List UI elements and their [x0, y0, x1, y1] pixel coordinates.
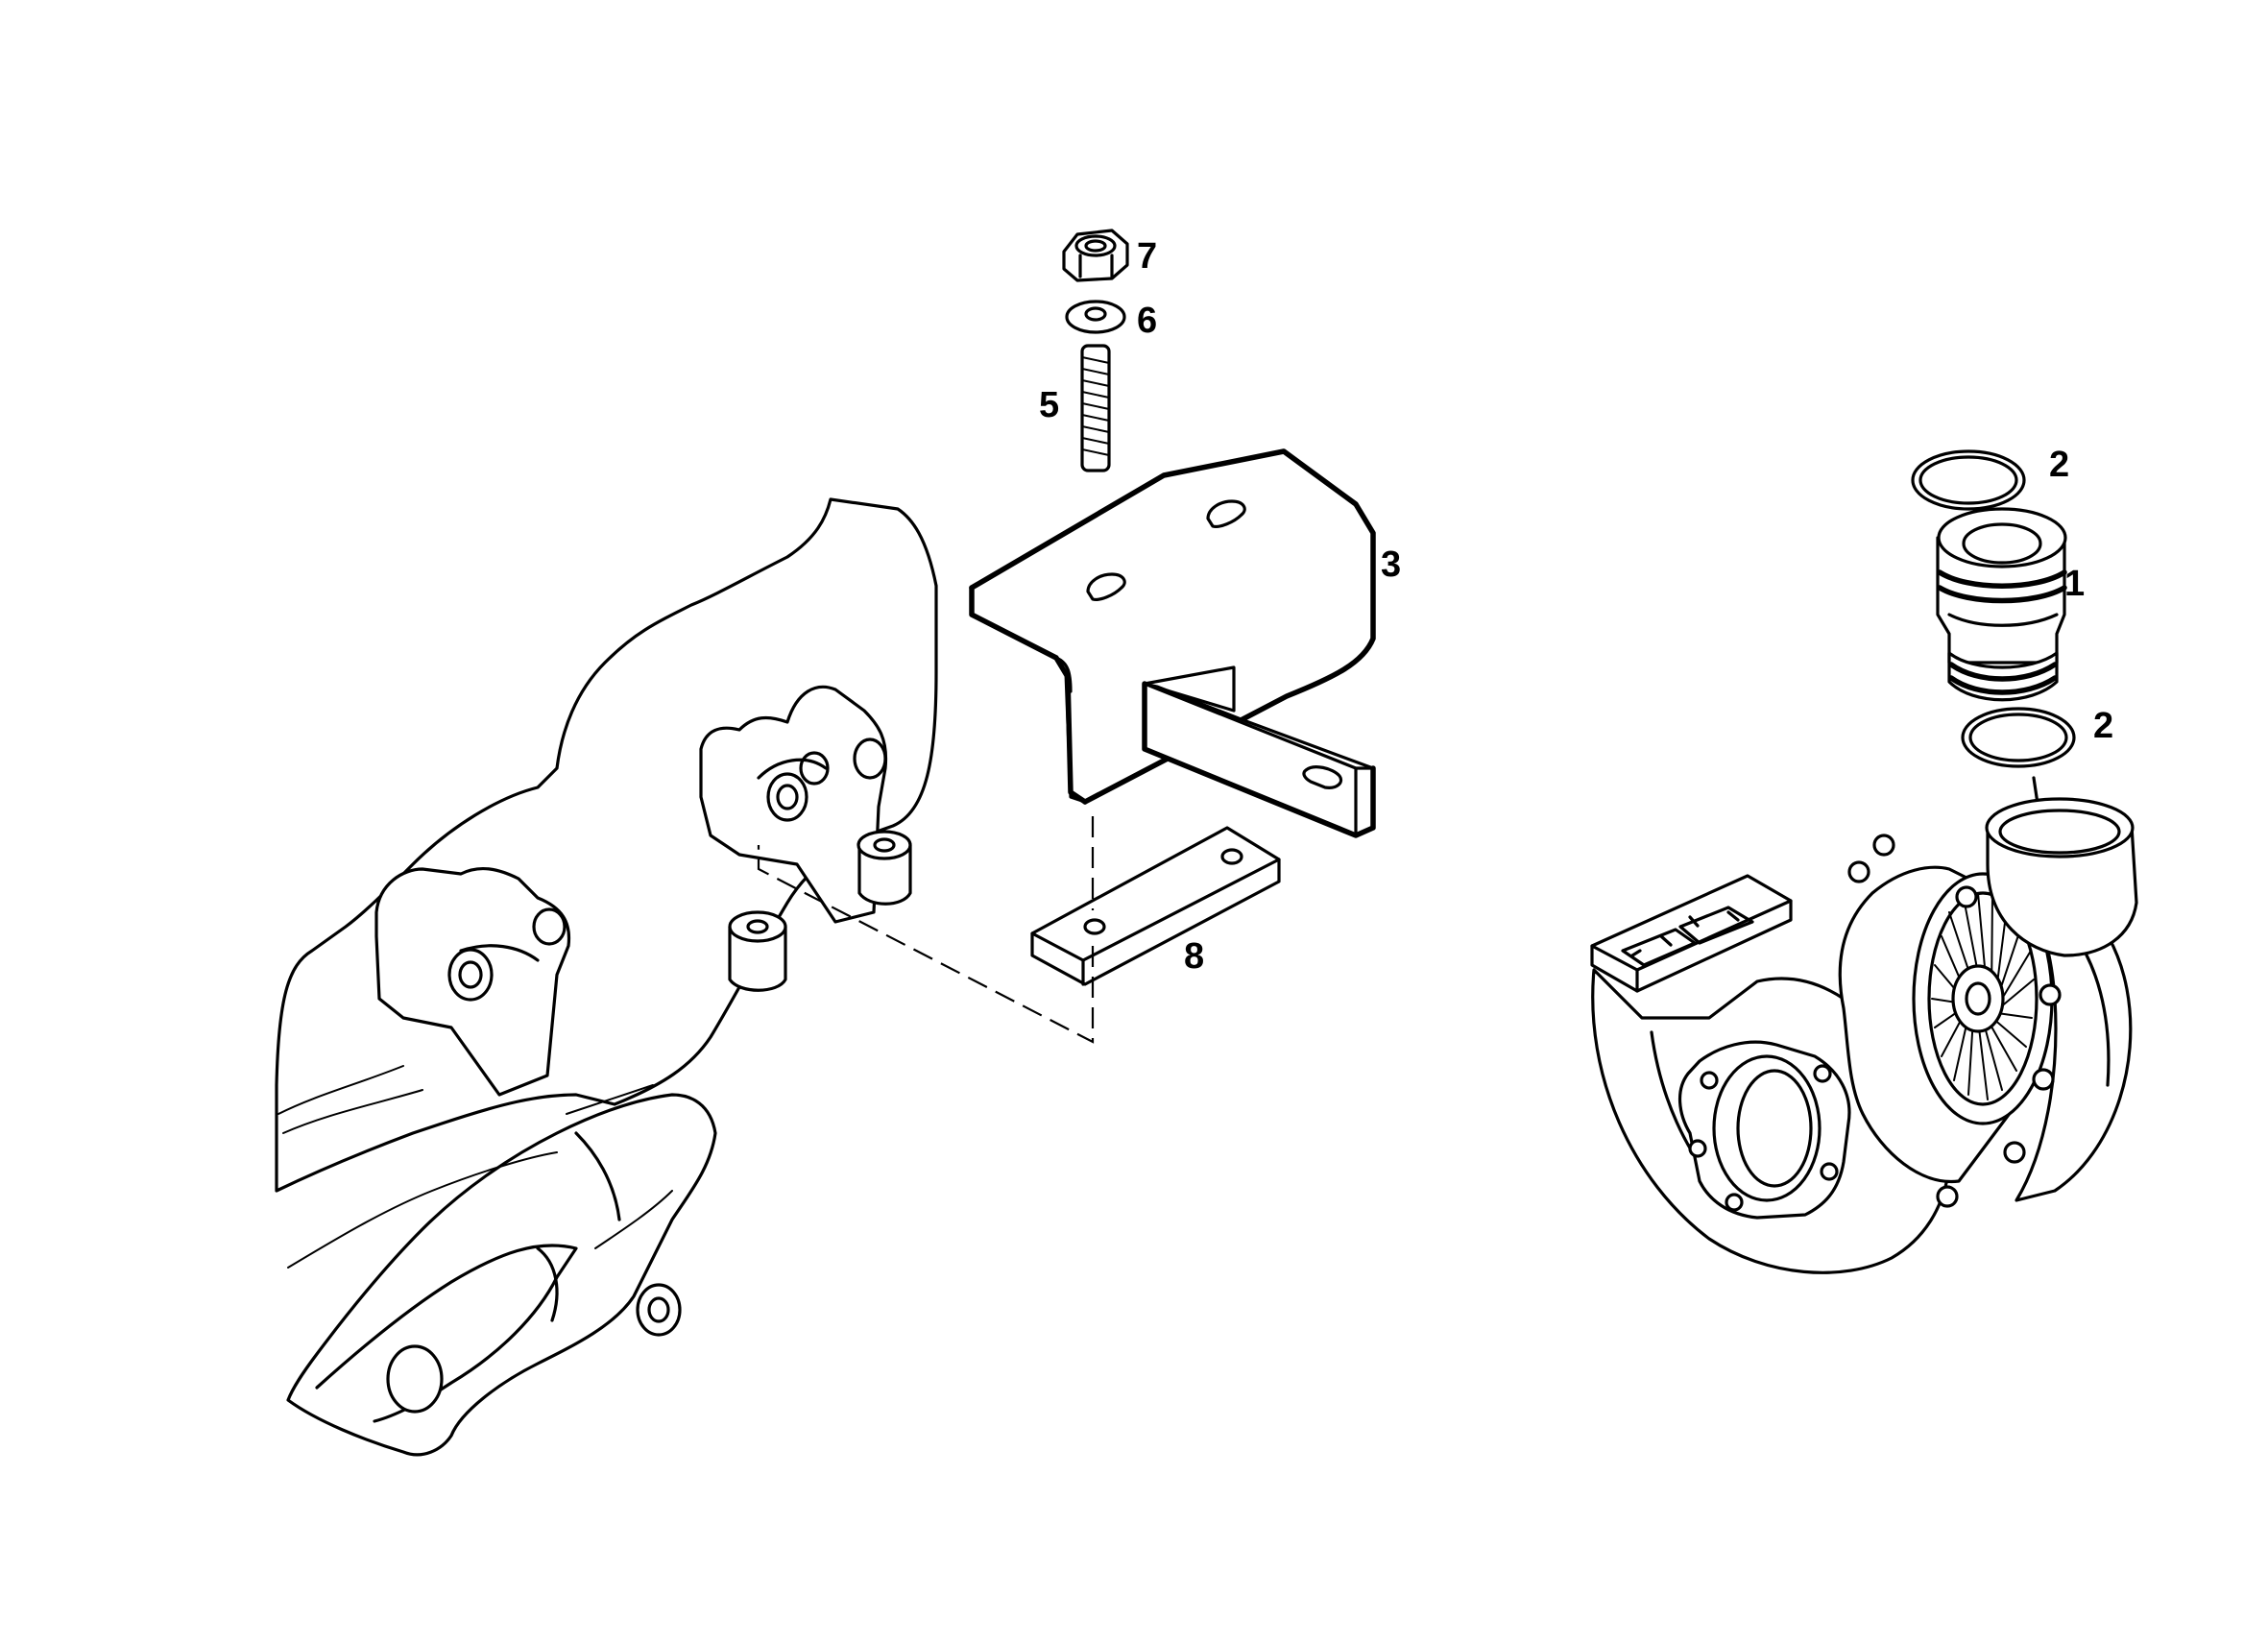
o-ring-lower	[1961, 707, 2076, 768]
callout-3: 3	[1381, 544, 1401, 585]
washer	[1065, 300, 1126, 334]
callout-2-lower: 2	[2093, 706, 2113, 746]
callout-2-upper: 2	[2049, 445, 2069, 485]
callout-8: 8	[1184, 936, 1204, 977]
callout-6: 6	[1137, 301, 1157, 341]
exhaust-manifold	[275, 497, 938, 1457]
o-ring-upper	[1911, 449, 2026, 511]
spacer-plate	[1030, 826, 1281, 986]
callout-5: 5	[1039, 385, 1059, 425]
stud	[1080, 344, 1111, 472]
alignment-lines	[757, 816, 1095, 1044]
callout-7: 7	[1137, 236, 1157, 277]
turbocharger	[1590, 797, 2138, 1274]
sleeve	[1936, 507, 2067, 702]
bracket	[969, 448, 1376, 838]
callout-1: 1	[2064, 564, 2085, 604]
nut	[1062, 229, 1129, 282]
callouts: 7 6 5 3 8 2 1 2	[1039, 236, 2113, 977]
